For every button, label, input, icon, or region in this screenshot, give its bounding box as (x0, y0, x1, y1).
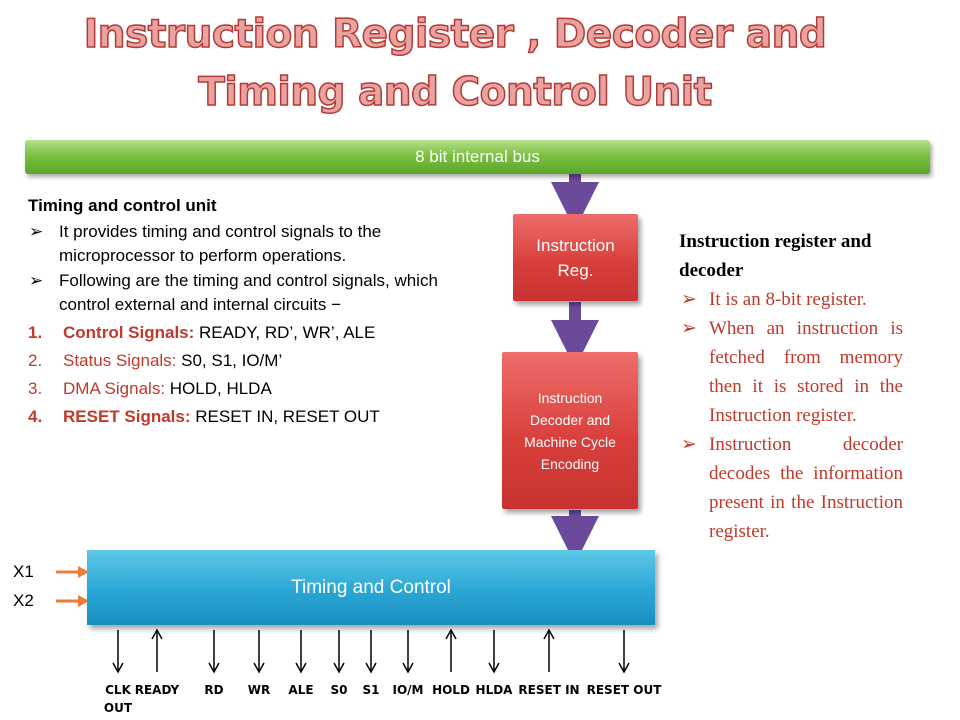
right-heading: Instruction register and decoder (679, 231, 872, 281)
decoder-label-line-2: Decoder and (529, 411, 611, 428)
signal-arrows (112, 628, 630, 674)
right-bullet-2: ➢ When an instruction is fetched from me… (679, 314, 903, 430)
right-bullet-1-text: It is an 8-bit register. (709, 289, 867, 310)
signal-arrowhead-1 (151, 628, 163, 640)
signal-arrowhead-7 (402, 662, 414, 674)
ireg-label-line-1: Instruction (536, 235, 615, 255)
signal-arrowhead-4 (295, 662, 307, 674)
signal-arrowhead-10 (543, 628, 555, 640)
signal-group-2: 2. Status Signals: S0, S1, IO/M’ (28, 349, 488, 373)
x2-input-arrow (56, 595, 89, 607)
instruction-register-description: Instruction register and decoder ➢ It is… (679, 227, 903, 546)
arrow-bullet-icon: ➢ (681, 289, 697, 310)
left-bullet-1: ➢ It provides timing and control signals… (28, 220, 488, 268)
signal-label: WR (247, 683, 271, 697)
signal-group-label: RESET Signals: (63, 407, 191, 426)
right-bullet-2-text: When an instruction is fetched from memo… (709, 318, 903, 426)
arrow-bullet-icon: ➢ (681, 434, 697, 455)
signal-group-value: HOLD, HLDA (165, 379, 272, 398)
item-number: 2. (28, 351, 43, 370)
signal-label: HLDA (475, 683, 513, 697)
signal-group-4: 4. RESET Signals: RESET IN, RESET OUT (28, 405, 488, 429)
internal-bus: 8 bit internal bus (25, 140, 930, 174)
signal-group-label: DMA Signals: (63, 379, 166, 398)
signal-label: RESET OUT (586, 683, 662, 697)
item-number: 1. (28, 323, 43, 342)
title-line-1: Instruction Register , Decoder and (83, 11, 828, 58)
signal-arrowhead-8 (445, 628, 457, 640)
instruction-register-box: Instruction Reg. (513, 214, 638, 301)
signal-label: RD (204, 683, 224, 697)
signal-arrowhead-2 (208, 662, 220, 674)
signal-arrowhead-5 (333, 662, 345, 674)
decoder-label-line-3: Machine Cycle (524, 433, 616, 450)
signal-group-value: S0, S1, IO/M’ (176, 351, 283, 370)
signal-arrowhead-3 (253, 662, 265, 674)
item-number: 3. (28, 379, 43, 398)
signal-label: ALE (288, 683, 314, 697)
right-bullet-3: ➢ Instruction decoder decodes the inform… (679, 430, 903, 546)
x1-input-arrow (56, 566, 89, 578)
signal-group-value: READY, RD’, WR’, ALE (194, 323, 376, 342)
signal-label: IO/M (392, 683, 424, 697)
title-line-2: Timing and Control Unit (197, 69, 713, 116)
timing-and-control-box: Timing and Control (87, 550, 655, 625)
x1-label: X1 (13, 562, 34, 581)
left-heading: Timing and control unit (28, 196, 217, 215)
signal-group-value: RESET IN, RESET OUT (190, 407, 380, 426)
signal-label: READY (134, 683, 180, 697)
signal-label: S0 (330, 683, 348, 697)
arrow-bullet-icon: ➢ (29, 271, 44, 290)
signal-arrowhead-6 (365, 662, 377, 674)
timing-control-description: Timing and control unit ➢ It provides ti… (28, 194, 488, 429)
ireg-label-line-2: Reg. (557, 260, 594, 280)
arrow-bullet-icon: ➢ (29, 222, 44, 241)
right-bullet-3-text: Instruction decoder decodes the informat… (709, 434, 903, 542)
item-number: 4. (28, 407, 43, 426)
signal-label: S1 (362, 683, 380, 697)
left-bullet-2-text: Following are the timing and control sig… (59, 271, 438, 314)
left-bullet-1-text: It provides timing and control signals t… (59, 222, 382, 265)
arrow-bullet-icon: ➢ (681, 318, 697, 339)
x2-label: X2 (13, 591, 34, 610)
signal-arrowhead-9 (488, 662, 500, 674)
decoder-label-line-4: Encoding (540, 455, 600, 472)
left-bullet-2: ➢ Following are the timing and control s… (28, 269, 488, 317)
signal-arrowhead-0 (112, 662, 124, 674)
instruction-decoder-box: Instruction Decoder and Machine Cycle En… (502, 352, 638, 509)
signal-group-3: 3. DMA Signals: HOLD, HLDA (28, 377, 488, 401)
signal-group-1: 1. Control Signals: READY, RD’, WR’, ALE (28, 321, 488, 345)
signal-arrowhead-11 (618, 662, 630, 674)
signal-group-label: Control Signals: (63, 323, 195, 342)
signal-group-label: Status Signals: (63, 351, 177, 370)
decoder-label-line-1: Instruction (537, 389, 603, 406)
right-bullet-1: ➢ It is an 8-bit register. (679, 285, 903, 314)
signal-label: HOLD (432, 683, 470, 697)
signal-label: RESET IN (518, 683, 580, 697)
